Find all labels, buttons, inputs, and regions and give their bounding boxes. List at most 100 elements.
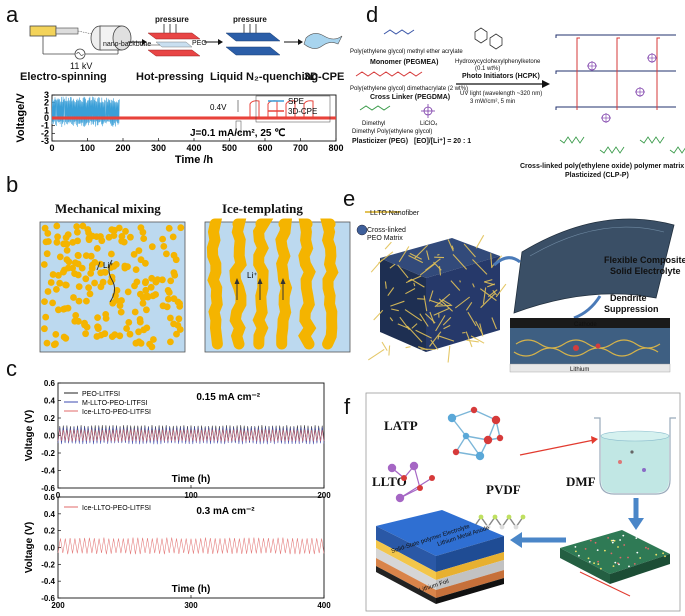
x-tick-label: 400 [186, 143, 201, 153]
membrane-particle [619, 539, 621, 541]
x-tick-label: 400 [317, 601, 331, 610]
curved-arrow-2 [573, 295, 602, 320]
y-tick-label: 3 [44, 90, 49, 100]
particle [87, 270, 95, 277]
nanofiber [384, 281, 387, 289]
particle [83, 297, 90, 305]
particle [102, 311, 110, 318]
particle [70, 294, 77, 301]
nanofiber [495, 283, 507, 298]
process-arrows [128, 39, 303, 45]
y-tick-label: -0.4 [41, 577, 55, 586]
cube-top [380, 238, 500, 278]
particle [110, 232, 118, 240]
step-quenching: Liquid N₂-quenching [210, 71, 318, 83]
latp-crystal [447, 406, 504, 461]
composite-cube [356, 211, 507, 363]
liclo4-structure [421, 104, 435, 118]
particle [53, 286, 60, 293]
particle [126, 330, 134, 338]
panel-a: a 11 kV pressure nano-backbone [6, 2, 344, 166]
hot-pressing-diagram: pressure nano-backbone PEO [103, 15, 207, 57]
nanofiber [447, 345, 451, 363]
nanofiber [389, 263, 396, 269]
particle [84, 226, 92, 233]
green-membrane [560, 530, 670, 597]
particle [167, 277, 175, 285]
peg-chain [559, 136, 585, 144]
current-density-annotation: 0.15 mA cm⁻² [196, 392, 260, 403]
membrane-particle [647, 547, 650, 550]
particle [99, 278, 107, 286]
latp-atom [470, 406, 478, 414]
membrane-particle [589, 539, 592, 542]
particle [148, 274, 156, 282]
x-tick-label: 600 [257, 143, 272, 153]
particle [176, 326, 184, 333]
particle [169, 233, 177, 241]
particle [159, 302, 167, 310]
nanofiber [465, 331, 473, 348]
y-tick-label: -0.2 [41, 560, 55, 569]
nanofiber [384, 241, 392, 250]
nanofiber [417, 298, 426, 300]
series-peo-litfsi [57, 424, 325, 443]
x-tick-label: 100 [80, 143, 95, 153]
particle [130, 251, 138, 258]
particle [170, 251, 178, 259]
nanofiber [419, 263, 436, 276]
nanofiber [404, 309, 423, 322]
particle [43, 339, 51, 347]
particle [63, 240, 71, 248]
particle [111, 331, 119, 339]
llto-atom [387, 463, 397, 473]
x-axis-label: Time /h [175, 154, 214, 166]
lithium-label: Lithium [570, 367, 589, 373]
particle [56, 279, 64, 287]
particle [117, 308, 125, 316]
x-tick-label: 200 [51, 601, 65, 610]
nanofiber [491, 317, 498, 330]
particle [108, 226, 116, 234]
llto-crystal [387, 461, 435, 503]
nanofiber [430, 339, 439, 350]
arrow-down-head [628, 518, 644, 530]
particle [93, 245, 101, 252]
initiator-name: Hydroxycyclohexylphenylketone [455, 59, 541, 65]
nanofiber [408, 255, 424, 264]
nanofiber [492, 289, 498, 296]
particle [86, 290, 94, 298]
particle [88, 264, 96, 272]
particle [142, 286, 150, 294]
cpe-film [303, 33, 343, 49]
particle [85, 235, 93, 242]
nanofiber [425, 258, 441, 271]
nanofiber [454, 296, 471, 309]
nanofiber [467, 311, 477, 327]
nanofiber [429, 299, 443, 306]
particle [91, 279, 98, 287]
nanofiber [443, 324, 451, 330]
uv-condition-2: 3 mW/cm², 5 min [470, 99, 515, 105]
peo-label: PEO [192, 40, 207, 47]
y-tick-label: 0.0 [44, 432, 56, 441]
particle [74, 260, 82, 268]
particle [55, 272, 62, 279]
membrane-particle [627, 556, 629, 559]
particle [64, 304, 72, 312]
initiator: Hydroxycyclohexylphenylketone (0.1 wt%) … [455, 27, 541, 80]
particle [116, 302, 124, 309]
legend-label: M-LLTO-PEO-LITFSI [82, 400, 148, 407]
particle [160, 243, 168, 250]
nanofiber [429, 311, 435, 324]
peg-chain [599, 146, 625, 154]
ice-column [206, 218, 223, 350]
membrane-particle [633, 563, 636, 565]
particle [174, 298, 182, 306]
particle [152, 291, 160, 298]
membrane-particle [655, 553, 658, 556]
latp-label: LATP [384, 418, 418, 433]
particle [75, 297, 83, 305]
membrane-particle [636, 551, 639, 554]
crosslinked-label-1: Cross-linked [367, 227, 406, 234]
